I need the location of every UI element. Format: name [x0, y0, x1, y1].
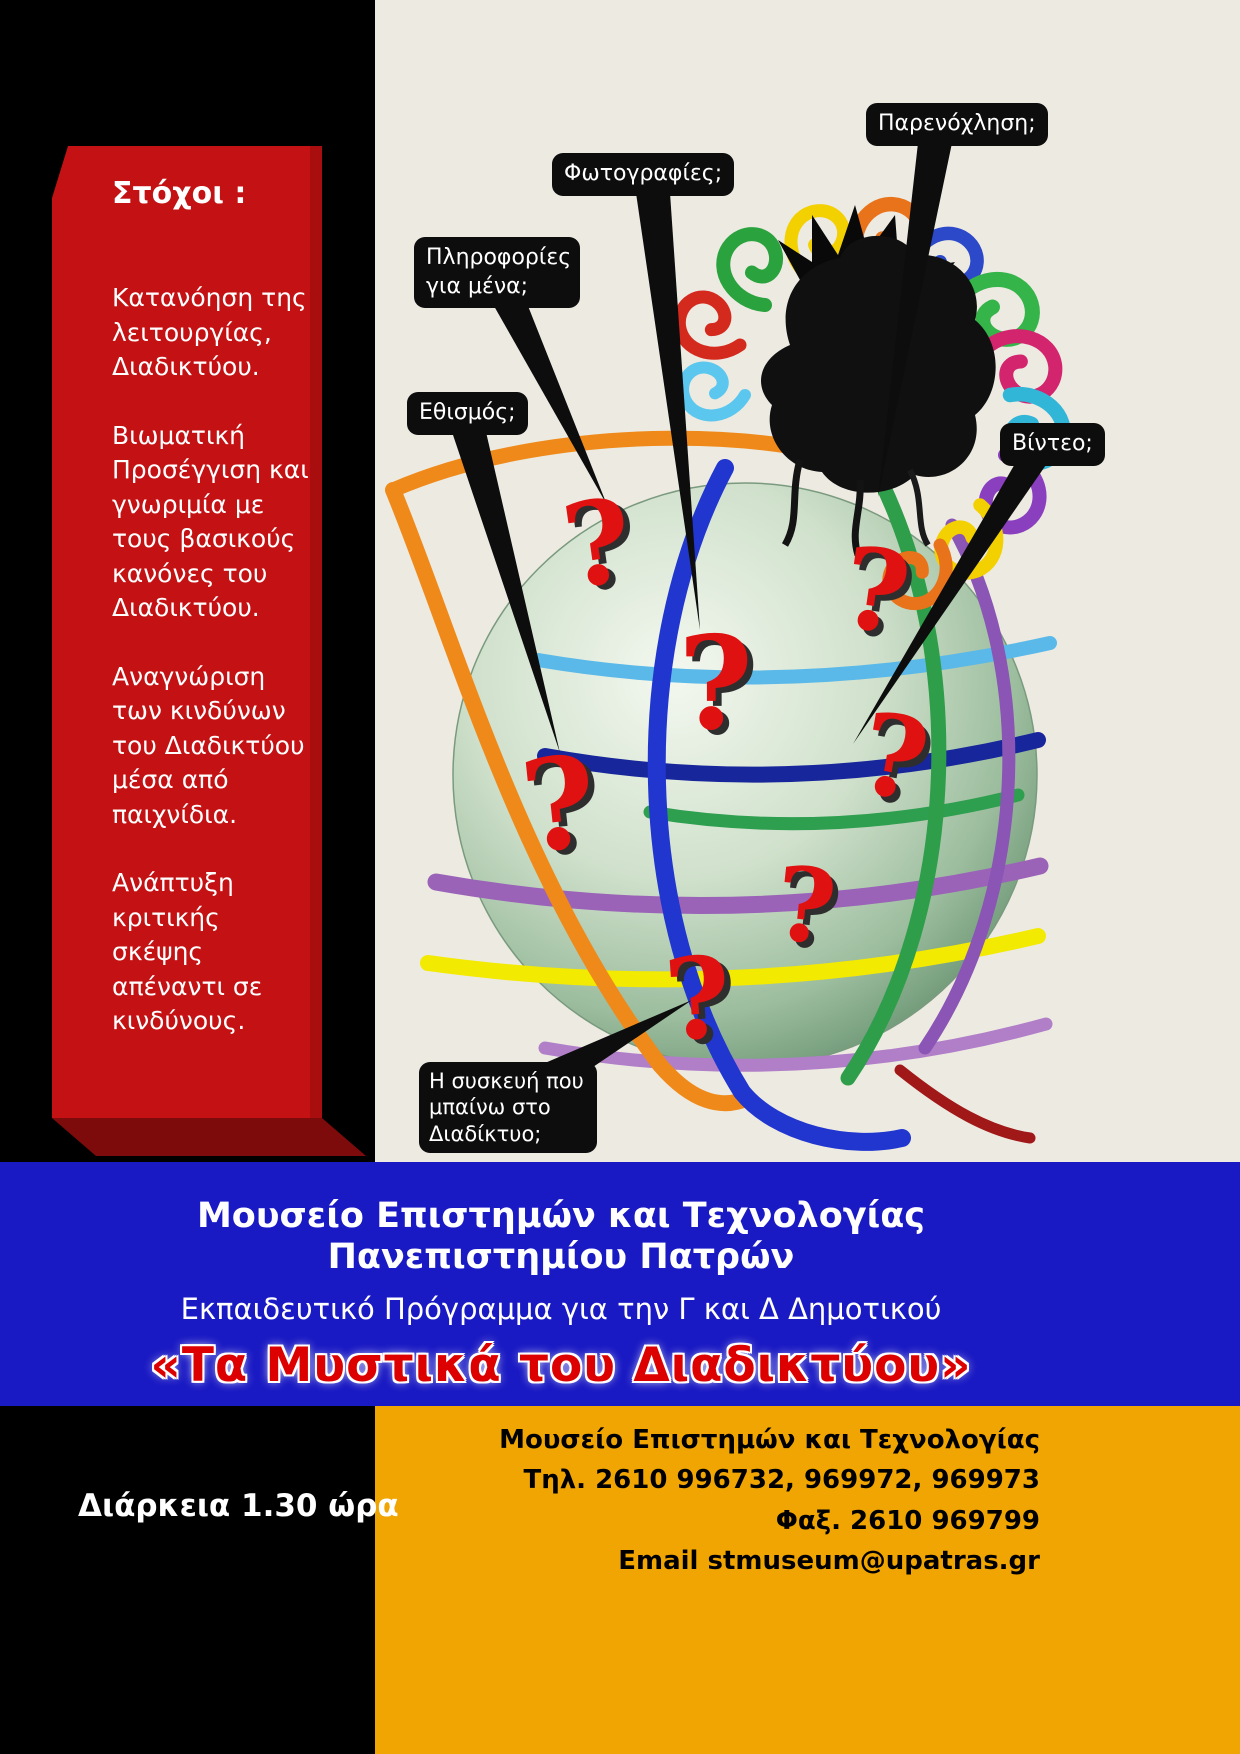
red-ribbon-shape	[52, 146, 366, 1156]
banner-program-subtitle: Εκπαιδευτικό Πρόγραμμα για την Γ και Δ Δ…	[180, 1291, 942, 1326]
duration-label: Διάρκεια 1.30 ώρα	[78, 1488, 399, 1524]
footer-contact-panel: Μουσείο Επιστημών και Τεχνολογίας Τηλ. 2…	[375, 1406, 1240, 1754]
banner-museum-line2: Πανεπιστημίου Πατρών	[327, 1237, 795, 1278]
ribbon-face	[52, 146, 322, 1118]
callout-personal-info: Πληροφορίες για μένα;	[414, 237, 580, 309]
callout-personal-info-label: Πληροφορίες για μένα;	[426, 245, 572, 299]
goal-item: Βιωματική Προσέγγιση και γνωριμία με του…	[112, 420, 309, 623]
goals-title: Στόχοι :	[112, 176, 247, 211]
callout-video-label: Βίντεο;	[1012, 431, 1093, 456]
callout-harassment-label: Παρενόχληση;	[878, 111, 1036, 136]
callout-photos-label: Φωτογραφίες;	[564, 161, 723, 186]
banner-inner: Μουσείο Επιστημών και Τεχνολογίας Πανεπι…	[0, 1162, 1122, 1393]
artwork-panel	[375, 0, 1240, 1162]
callout-device-label: Η συσκευή που μπαίνω στο Διαδίκτυο;	[429, 1069, 584, 1146]
ribbon-edge	[310, 146, 322, 1118]
callout-harassment: Παρενόχληση;	[866, 103, 1048, 146]
callout-addiction: Εθισμός;	[407, 392, 528, 435]
goal-item: Ανάπτυξη κριτικής σκέψης απέναντι σε κιν…	[112, 868, 263, 1035]
contact-line-museum: Μουσείο Επιστημών και Τεχνολογίας	[499, 1425, 1040, 1455]
ribbon-fold	[52, 1118, 366, 1156]
banner-museum-line1: Μουσείο Επιστημών και Τεχνολογίας	[196, 1196, 926, 1236]
callout-photos: Φωτογραφίες;	[552, 153, 735, 196]
goal-item: Κατανόηση της λειτουργίας, Διαδικτύου.	[112, 283, 307, 381]
contact-line-fax: Φαξ. 2610 969799	[775, 1505, 1040, 1536]
callout-video: Βίντεο;	[1000, 423, 1105, 466]
banner: Μουσείο Επιστημών και Τεχνολογίας Πανεπι…	[0, 1162, 1240, 1406]
callout-device: Η συσκευή που μπαίνω στο Διαδίκτυο;	[419, 1062, 597, 1153]
callout-addiction-label: Εθισμός;	[419, 400, 516, 425]
banner-program-title: «Τα Μυστικά του Διαδικτύου»	[150, 1337, 972, 1393]
goal-item: Αναγνώριση των κινδύνων του Διαδικτύου μ…	[112, 661, 305, 829]
contact-line-email: Email stmuseum@upatras.gr	[618, 1545, 1040, 1576]
contact-block: Μουσείο Επιστημών και Τεχνολογίας Τηλ. 2…	[499, 1420, 1040, 1581]
contact-line-phone: Τηλ. 2610 996732, 969972, 969973	[523, 1465, 1040, 1496]
goals-panel: Στόχοι : Κατανόηση της λειτουργίας, Διαδ…	[112, 176, 317, 1073]
